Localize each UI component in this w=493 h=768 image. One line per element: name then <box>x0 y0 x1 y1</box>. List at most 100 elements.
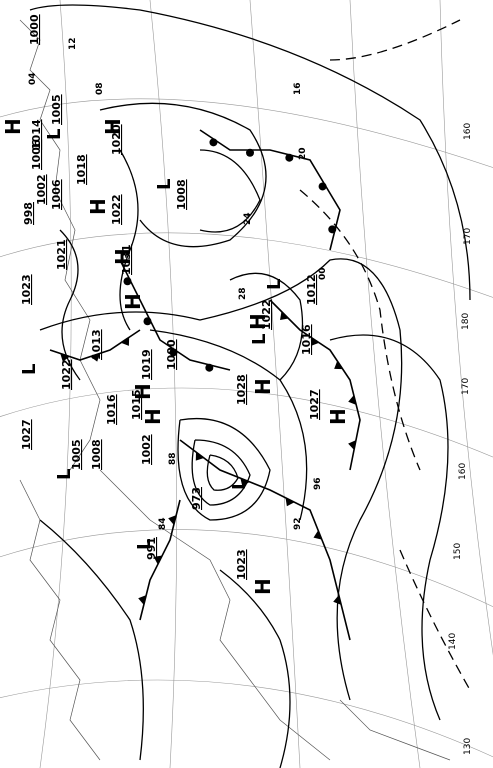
coastline <box>99 469 151 521</box>
high-pressure-marker: H <box>121 293 145 310</box>
grid-line <box>0 679 493 758</box>
isobar-line <box>219 569 291 768</box>
isobar-line <box>206 454 239 491</box>
isobars <box>29 4 471 768</box>
high-pressure-marker: H <box>131 383 155 400</box>
isobar-value-label: 12 <box>68 37 78 50</box>
front-line <box>179 439 351 641</box>
cold-front-triangle <box>90 353 100 362</box>
pressure-label: 973 <box>190 487 203 510</box>
longitude-label: 170 <box>461 378 471 395</box>
isobar-line <box>229 272 304 381</box>
isobar-line <box>149 329 308 521</box>
grid-line <box>249 0 301 768</box>
grid-line <box>439 0 493 656</box>
pressure-label: 998 <box>22 202 35 225</box>
cold-front-triangle <box>60 353 70 362</box>
high-pressure-marker: H <box>1 118 25 135</box>
pressure-label: 1020 <box>110 124 123 155</box>
low-pressure-marker: L <box>44 129 65 140</box>
low-pressure-marker: L <box>19 364 40 375</box>
isobar-value-label: 96 <box>313 477 323 490</box>
dashed-line <box>399 549 471 691</box>
cold-front-triangle <box>348 395 357 405</box>
pressure-label: 1022 <box>110 194 123 225</box>
high-pressure-marker: H <box>101 118 125 135</box>
cold-front-triangle <box>153 555 163 565</box>
dashed-line <box>299 189 421 471</box>
weather-fronts <box>49 129 361 641</box>
pressure-label: 1031 <box>120 244 133 275</box>
low-pressure-marker: L <box>54 469 75 480</box>
longitude-label: 160 <box>458 463 468 480</box>
low-pressure-marker: L <box>154 179 175 190</box>
warm-front-semicircle <box>123 277 132 286</box>
cold-front-triangle <box>138 595 147 605</box>
longitude-label: 180 <box>461 313 471 330</box>
isobar-line <box>39 519 144 761</box>
warm-front-semicircle <box>143 317 152 326</box>
pressure-label: 1023 <box>20 274 33 305</box>
longitude-label: 140 <box>448 633 458 650</box>
front-line <box>119 259 231 371</box>
isobar-value-label: 20 <box>298 147 308 160</box>
low-pressure-marker: L <box>264 279 285 290</box>
coastline <box>19 19 101 471</box>
grid-line <box>349 0 421 768</box>
isobar-line <box>99 102 267 248</box>
warm-front-semicircle <box>285 153 294 162</box>
pressure-label: 1023 <box>235 549 248 580</box>
warm-front-semicircle <box>169 348 178 357</box>
low-pressure-marker: L <box>229 479 250 490</box>
isobar-value-label: 28 <box>238 287 248 300</box>
warm-front-semicircle <box>209 138 218 147</box>
high-pressure-marker: H <box>141 408 165 425</box>
map-labels: HHHHHHHHHHHLLLLLLLL100010141005100610021… <box>1 14 473 755</box>
coastline <box>339 699 451 761</box>
cold-front-triangle <box>333 595 342 605</box>
cold-front-triangle <box>313 530 322 540</box>
warm-front-semicircle <box>205 363 214 372</box>
high-pressure-marker: H <box>111 248 135 265</box>
pressure-label: 1021 <box>55 239 68 270</box>
pressure-label: 1005 <box>50 94 63 125</box>
pressure-label: 1002 <box>140 434 153 465</box>
pressure-label: 1008 <box>175 179 188 210</box>
grid-line <box>0 387 493 458</box>
isobar-line <box>119 149 139 331</box>
isobar-value-label: 04 <box>28 72 38 85</box>
cold-front-triangle <box>348 440 356 450</box>
pressure-label: 1027 <box>20 419 33 450</box>
pressure-label: 1006 <box>30 139 43 170</box>
isobar-line <box>191 439 251 506</box>
coastline <box>149 519 331 761</box>
grid-line <box>0 529 493 608</box>
isobar-value-label: 08 <box>95 82 105 95</box>
longitude-label: 170 <box>463 228 473 245</box>
pressure-label: 1006 <box>50 179 63 210</box>
isobar-value-label: 92 <box>293 517 303 530</box>
pressure-label: 1016 <box>300 324 313 355</box>
warm-front-semicircle <box>318 182 327 191</box>
isobar-value-label: 24 <box>243 212 253 225</box>
coastlines <box>19 19 451 761</box>
cold-front-triangle <box>120 337 130 346</box>
pressure-label: 1019 <box>140 349 153 380</box>
isobar-line <box>39 258 403 701</box>
isobar-line <box>199 149 261 233</box>
longitude-label: 150 <box>453 543 463 560</box>
isobar-value-label: 88 <box>168 452 178 465</box>
cold-front-triangle <box>310 337 320 346</box>
high-pressure-marker: H <box>251 378 275 395</box>
pressure-label: 1002 <box>35 174 48 205</box>
pressure-label: 1022 <box>260 299 273 330</box>
isobar-value-label: 00 <box>318 267 328 280</box>
cold-front-triangle <box>280 311 289 320</box>
cold-front-triangle <box>285 497 295 507</box>
longitude-label: 130 <box>463 738 473 755</box>
dashed-line <box>329 19 461 61</box>
pressure-label: 1028 <box>235 374 248 405</box>
pressure-label: 1015 <box>130 389 143 420</box>
